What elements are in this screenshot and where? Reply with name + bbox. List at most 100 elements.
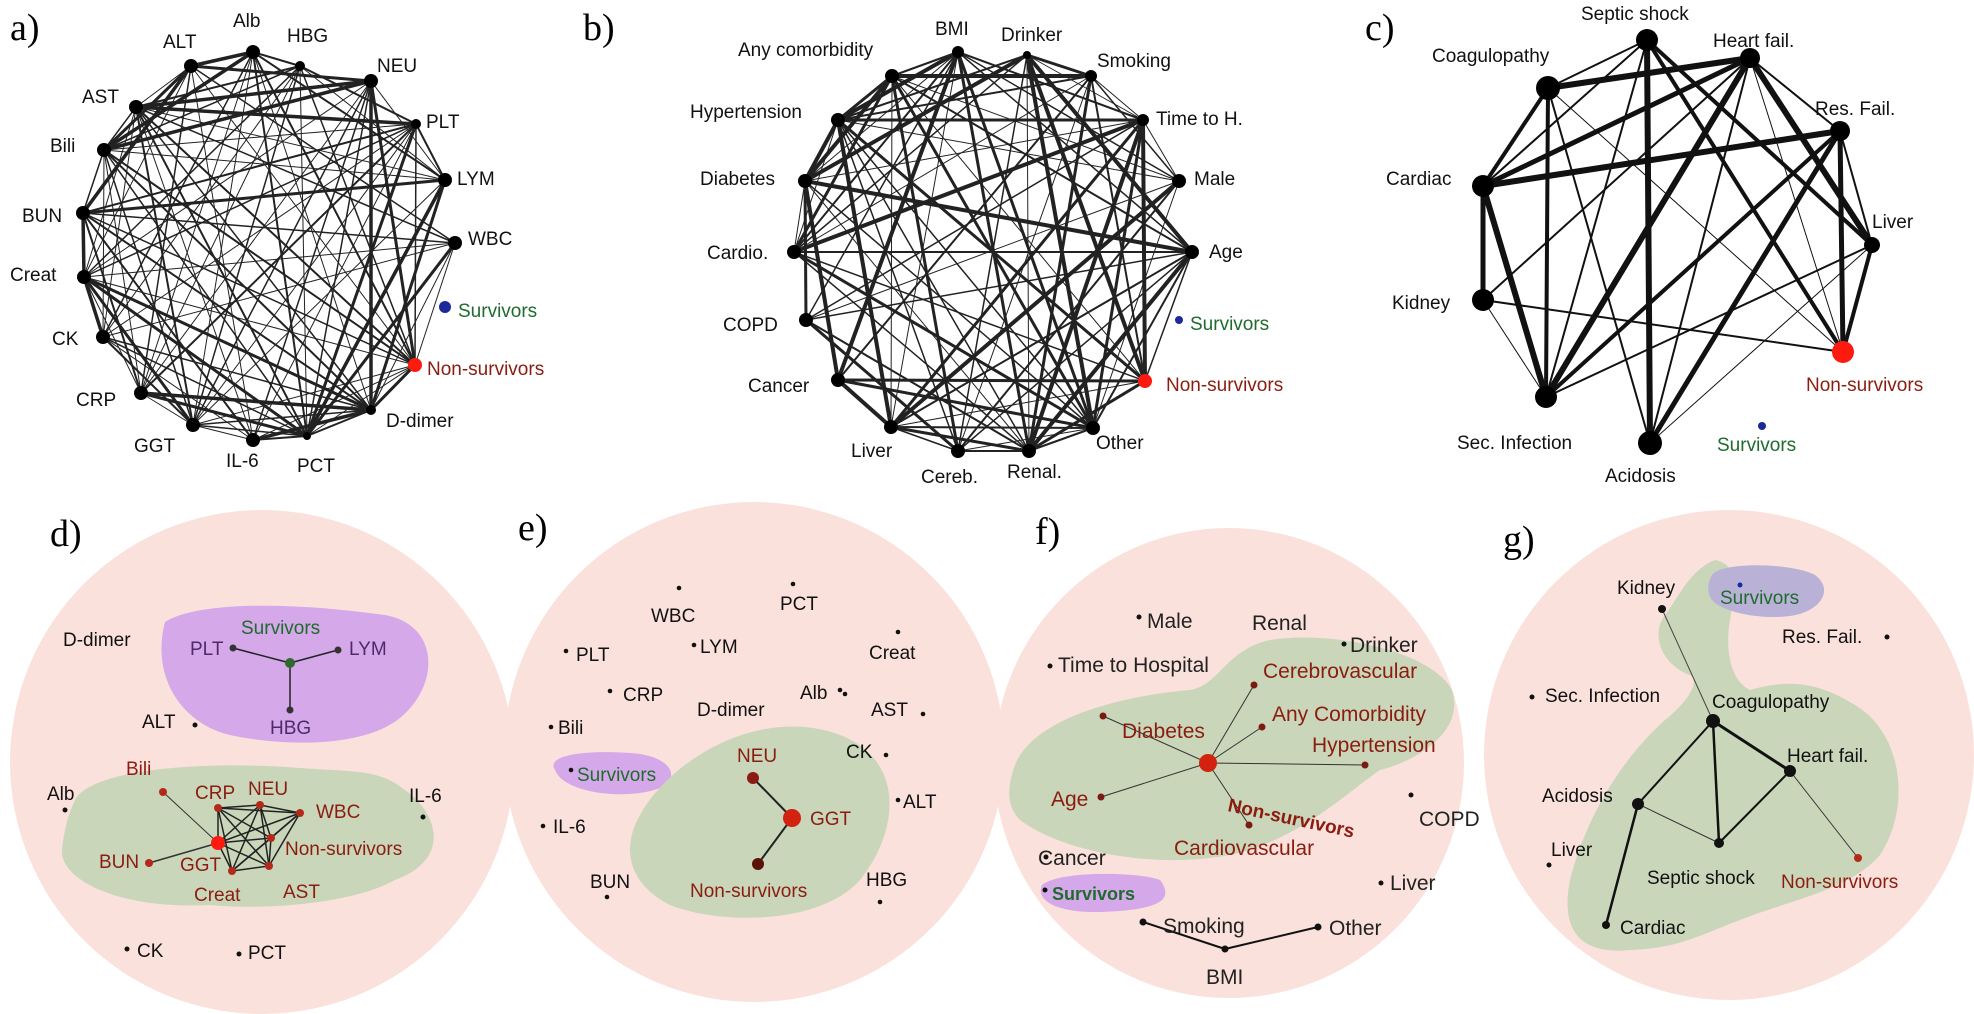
panel-b-edge <box>1025 53 1194 254</box>
node-non-survivors-b <box>1138 374 1152 388</box>
node-label-ast-d: AST <box>283 882 320 903</box>
panel-a-letter: a) <box>10 7 40 49</box>
survivors-module-e <box>553 752 672 795</box>
panel-g-edge <box>1711 719 1721 845</box>
panel-a-edge <box>102 106 137 338</box>
panel-a-edge <box>103 149 416 366</box>
panel-a-edge <box>252 51 301 67</box>
panel-a-edge <box>306 80 372 437</box>
node-non-survivors-e <box>752 858 764 870</box>
panel-d-survivors-edge <box>289 649 339 664</box>
panel-a-edge <box>414 242 456 366</box>
panel-b-edge <box>1091 118 1145 430</box>
panel-a-edge <box>102 51 254 338</box>
panel-g-edge <box>1604 802 1640 927</box>
node-label-septic-shock-g: Septic shock <box>1647 868 1755 889</box>
node-label-il-6-e: IL-6 <box>553 817 586 838</box>
panel-b-edge <box>1027 74 1093 453</box>
node-liver-g <box>1546 862 1552 868</box>
panel-d-module-edge <box>231 865 270 872</box>
panel-b-edge <box>957 251 1193 452</box>
panel-b-edge <box>957 51 1193 253</box>
panel-b-edge <box>889 179 1181 429</box>
panel-a-edge <box>82 275 373 412</box>
panel-b-edge <box>793 251 1146 382</box>
panel-b-edge <box>891 75 1193 253</box>
panel-e-letter: e) <box>518 507 548 549</box>
node-lym-d <box>334 646 342 654</box>
panel-g: g) Kidney Survivors Res. Fail. Sec. Infe… <box>1484 510 1974 1000</box>
node-label-drinker: Drinker <box>1001 25 1063 46</box>
panel-a-edge <box>134 79 373 109</box>
panel-g-edge <box>1711 719 1792 773</box>
node-any-comorbidity <box>885 69 899 83</box>
panel-c-edge <box>1644 37 1653 446</box>
node-label-cereb: Cereb. <box>921 467 978 488</box>
panel-b-edge <box>836 74 894 122</box>
panel-e-isolated-node <box>842 691 848 697</box>
panel-b-edge <box>803 179 840 382</box>
node-non-survivors-c <box>1832 341 1854 363</box>
node-label-bili: Bili <box>50 136 75 157</box>
node-label-creat: Creat <box>10 265 57 286</box>
panel-a-edge <box>83 106 137 278</box>
panel-b-edge <box>1092 251 1193 429</box>
panel-e-isolated-node <box>920 711 926 717</box>
panel-a-edge <box>252 123 417 441</box>
node-label-neu: NEU <box>377 56 417 77</box>
node-cardio <box>787 245 801 259</box>
node-label-bili-e: Bili <box>558 718 583 739</box>
node-age <box>1185 245 1199 259</box>
panel-f-edge <box>1142 921 1226 950</box>
node-label-liver-b: Liver <box>851 441 893 462</box>
panel-e: e) WBC PCT PLT LYM Creat CRP D-dimer Alb… <box>504 502 1004 1002</box>
panel-g-edge <box>1637 803 1720 844</box>
panel-d-module-edge <box>217 807 233 872</box>
node-age-f <box>1097 793 1105 801</box>
panel-b-edge <box>836 118 893 429</box>
node-label-pct-d: PCT <box>248 943 286 964</box>
node-septic-shock <box>1636 29 1658 51</box>
panel-d-module-edge <box>217 804 261 809</box>
node-crp <box>134 386 148 400</box>
panel-a-edges <box>81 50 457 442</box>
panel-a-edge <box>102 336 194 426</box>
node-label-smoking-f: Smoking <box>1163 915 1245 938</box>
node-time-to-h <box>1137 114 1149 126</box>
node-label-cancer-f: Cancer <box>1038 847 1106 870</box>
panel-a-edge <box>83 65 192 278</box>
panel-a-edge <box>82 275 309 438</box>
panel-b-edge <box>889 425 1031 453</box>
node-survivors-d <box>285 658 295 668</box>
node-alb <box>246 45 260 59</box>
node-label-time-to-hospital: Time to Hospital <box>1058 654 1209 677</box>
panel-a-edge <box>103 149 372 411</box>
panel-a-edge <box>82 212 142 394</box>
node-label-non-survivors: Non-survivors <box>427 359 544 380</box>
node-label-creat-d: Creat <box>194 885 241 906</box>
panel-e-isolated-node <box>548 724 554 730</box>
panel-e-edges <box>752 777 793 865</box>
node-il-6-d <box>420 814 426 820</box>
panel-e-isolated-node <box>790 581 796 587</box>
panel-b-edge <box>837 75 1092 121</box>
node-bmi <box>952 46 964 58</box>
panel-b-edge <box>793 180 806 253</box>
node-label-pct-e: PCT <box>780 594 818 615</box>
node-label-neu-d: NEU <box>248 779 288 800</box>
node-label-liver-f: Liver <box>1390 872 1436 895</box>
node-label-ck: CK <box>52 329 79 350</box>
node-label-sec-infection-g: Sec. Infection <box>1545 686 1660 707</box>
panel-b-nodes <box>787 46 1199 458</box>
panel-d-module-edge <box>259 804 272 839</box>
node-diabetes <box>798 174 812 188</box>
node-label-male: Male <box>1194 169 1235 190</box>
node-non-survivors-g <box>1854 854 1862 862</box>
node-label-male-f: Male <box>1147 610 1193 633</box>
node-label-hbg-d: HBG <box>270 718 311 739</box>
panel-c-edge <box>1480 128 1843 189</box>
node-label-sec-infection: Sec. Infection <box>1457 433 1572 454</box>
node-ggt-d <box>211 836 225 850</box>
panel-b-edge <box>837 119 1094 429</box>
node-sec-infection <box>1535 386 1557 408</box>
